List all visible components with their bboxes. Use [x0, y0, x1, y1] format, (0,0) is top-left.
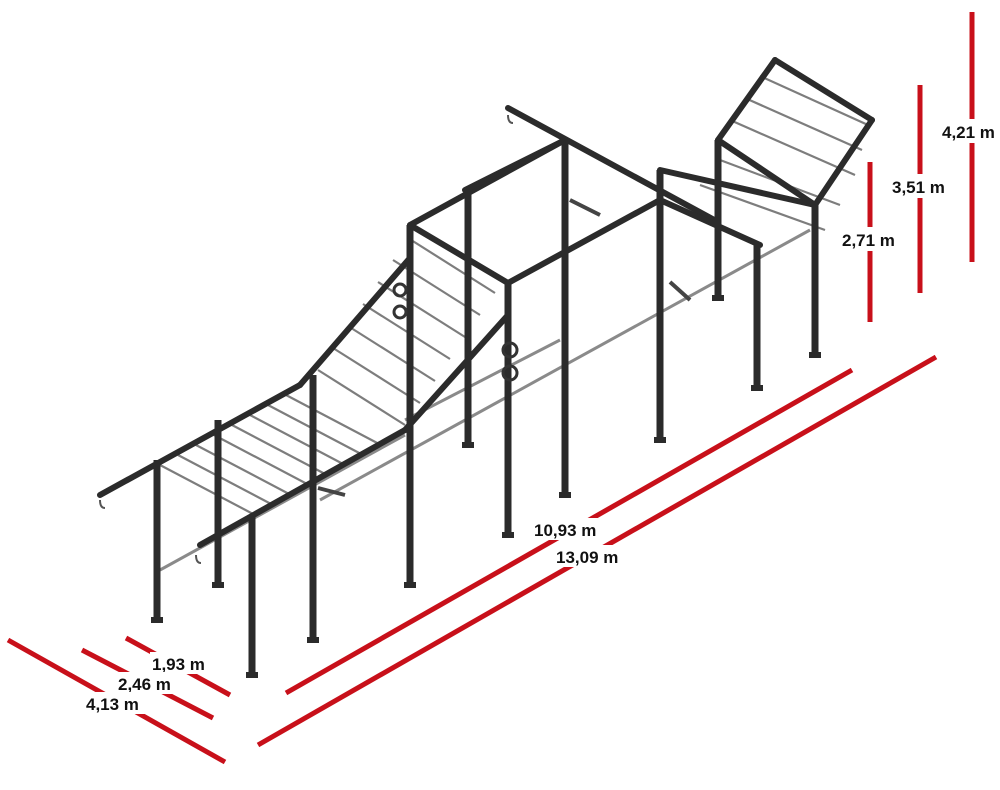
label-height-mid: 3,51 m: [892, 178, 945, 197]
label-height-high: 4,21 m: [942, 123, 995, 142]
ladder-rungs: [159, 74, 869, 516]
base-rods: [159, 228, 811, 572]
label-length-outer: 13,09 m: [556, 548, 618, 567]
rig-structure: [97, 57, 875, 678]
dimension-labels: 4,21 m 3,51 m 2,71 m 10,93 m 13,09 m 1,9…: [84, 119, 1000, 714]
label-height-low: 2,71 m: [842, 231, 895, 250]
label-width-small: 1,93 m: [152, 655, 205, 674]
label-width-large: 4,13 m: [86, 695, 139, 714]
uprights: [153, 140, 819, 675]
plate-holder-icon: [392, 282, 519, 382]
label-width-mid: 2,46 m: [118, 675, 171, 694]
label-length-inner: 10,93 m: [534, 521, 596, 540]
hook-icon: [99, 114, 514, 564]
dimension-lines: [6, 12, 975, 765]
frame-beams: [97, 57, 875, 548]
pullup-bars: [317, 198, 692, 497]
post-feet: [151, 295, 821, 678]
